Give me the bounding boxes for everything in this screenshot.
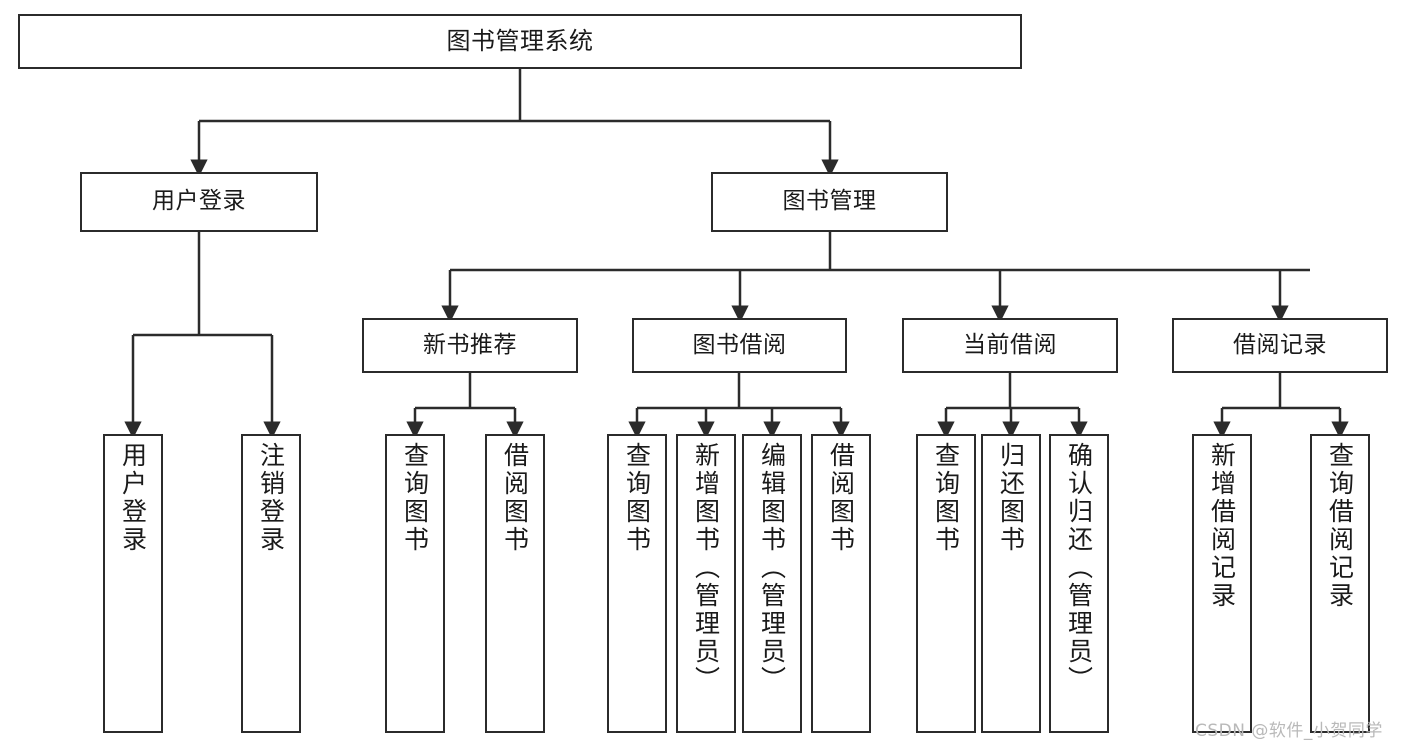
node-leaf-add-borrow-record[interactable]: 新增借阅记录 (1192, 434, 1252, 733)
node-book-borrow[interactable]: 图书借阅 (632, 318, 847, 373)
node-leaf-add-book-admin-label: 新增图书（管理员） (691, 442, 721, 694)
node-leaf-add-borrow-record-label: 新增借阅记录 (1207, 442, 1237, 610)
node-new-book-recommend-label: 新书推荐 (423, 331, 517, 358)
node-leaf-borrow-book-rec[interactable]: 借阅图书 (485, 434, 545, 733)
node-leaf-confirm-return-admin[interactable]: 确认归还（管理员） (1049, 434, 1109, 733)
node-book-manage-label: 图书管理 (782, 188, 877, 215)
node-leaf-user-login-label: 用户登录 (118, 442, 148, 554)
node-leaf-query-borrow-record-label: 查询借阅记录 (1325, 442, 1355, 610)
node-leaf-query-book-rec[interactable]: 查询图书 (385, 434, 445, 733)
node-leaf-confirm-return-admin-label: 确认归还（管理员） (1064, 442, 1094, 694)
node-current-borrow[interactable]: 当前借阅 (902, 318, 1118, 373)
node-user-login-label: 用户登录 (152, 188, 246, 215)
node-leaf-borrow-book-label: 借阅图书 (826, 442, 856, 554)
node-leaf-borrow-book-rec-label: 借阅图书 (500, 442, 530, 554)
node-leaf-add-book-admin[interactable]: 新增图书（管理员） (676, 434, 736, 733)
node-leaf-logout-login[interactable]: 注销登录 (241, 434, 301, 733)
node-leaf-query-book-rec-label: 查询图书 (400, 442, 430, 554)
node-leaf-user-login[interactable]: 用户登录 (103, 434, 163, 733)
node-leaf-edit-book-admin[interactable]: 编辑图书（管理员） (742, 434, 802, 733)
node-leaf-query-book-borrow-label: 查询图书 (622, 442, 652, 554)
node-leaf-return-book[interactable]: 归还图书 (981, 434, 1041, 733)
node-new-book-recommend[interactable]: 新书推荐 (362, 318, 578, 373)
node-leaf-query-borrow-record[interactable]: 查询借阅记录 (1310, 434, 1370, 733)
node-leaf-borrow-book[interactable]: 借阅图书 (811, 434, 871, 733)
node-leaf-query-book-borrow[interactable]: 查询图书 (607, 434, 667, 733)
node-borrow-record[interactable]: 借阅记录 (1172, 318, 1388, 373)
node-root-label: 图书管理系统 (446, 27, 594, 56)
node-leaf-query-book-current-label: 查询图书 (931, 442, 961, 554)
node-borrow-record-label: 借阅记录 (1233, 331, 1327, 358)
node-leaf-return-book-label: 归还图书 (996, 442, 1026, 554)
node-leaf-logout-login-label: 注销登录 (256, 442, 286, 554)
node-book-borrow-label: 图书借阅 (692, 331, 787, 358)
node-user-login[interactable]: 用户登录 (80, 172, 318, 232)
node-book-manage[interactable]: 图书管理 (711, 172, 948, 232)
node-current-borrow-label: 当前借阅 (963, 331, 1057, 358)
node-leaf-query-book-current[interactable]: 查询图书 (916, 434, 976, 733)
node-leaf-edit-book-admin-label: 编辑图书（管理员） (757, 442, 787, 694)
csdn-watermark: CSDN @软件_小贺同学 (1195, 721, 1383, 741)
node-root[interactable]: 图书管理系统 (18, 14, 1022, 69)
